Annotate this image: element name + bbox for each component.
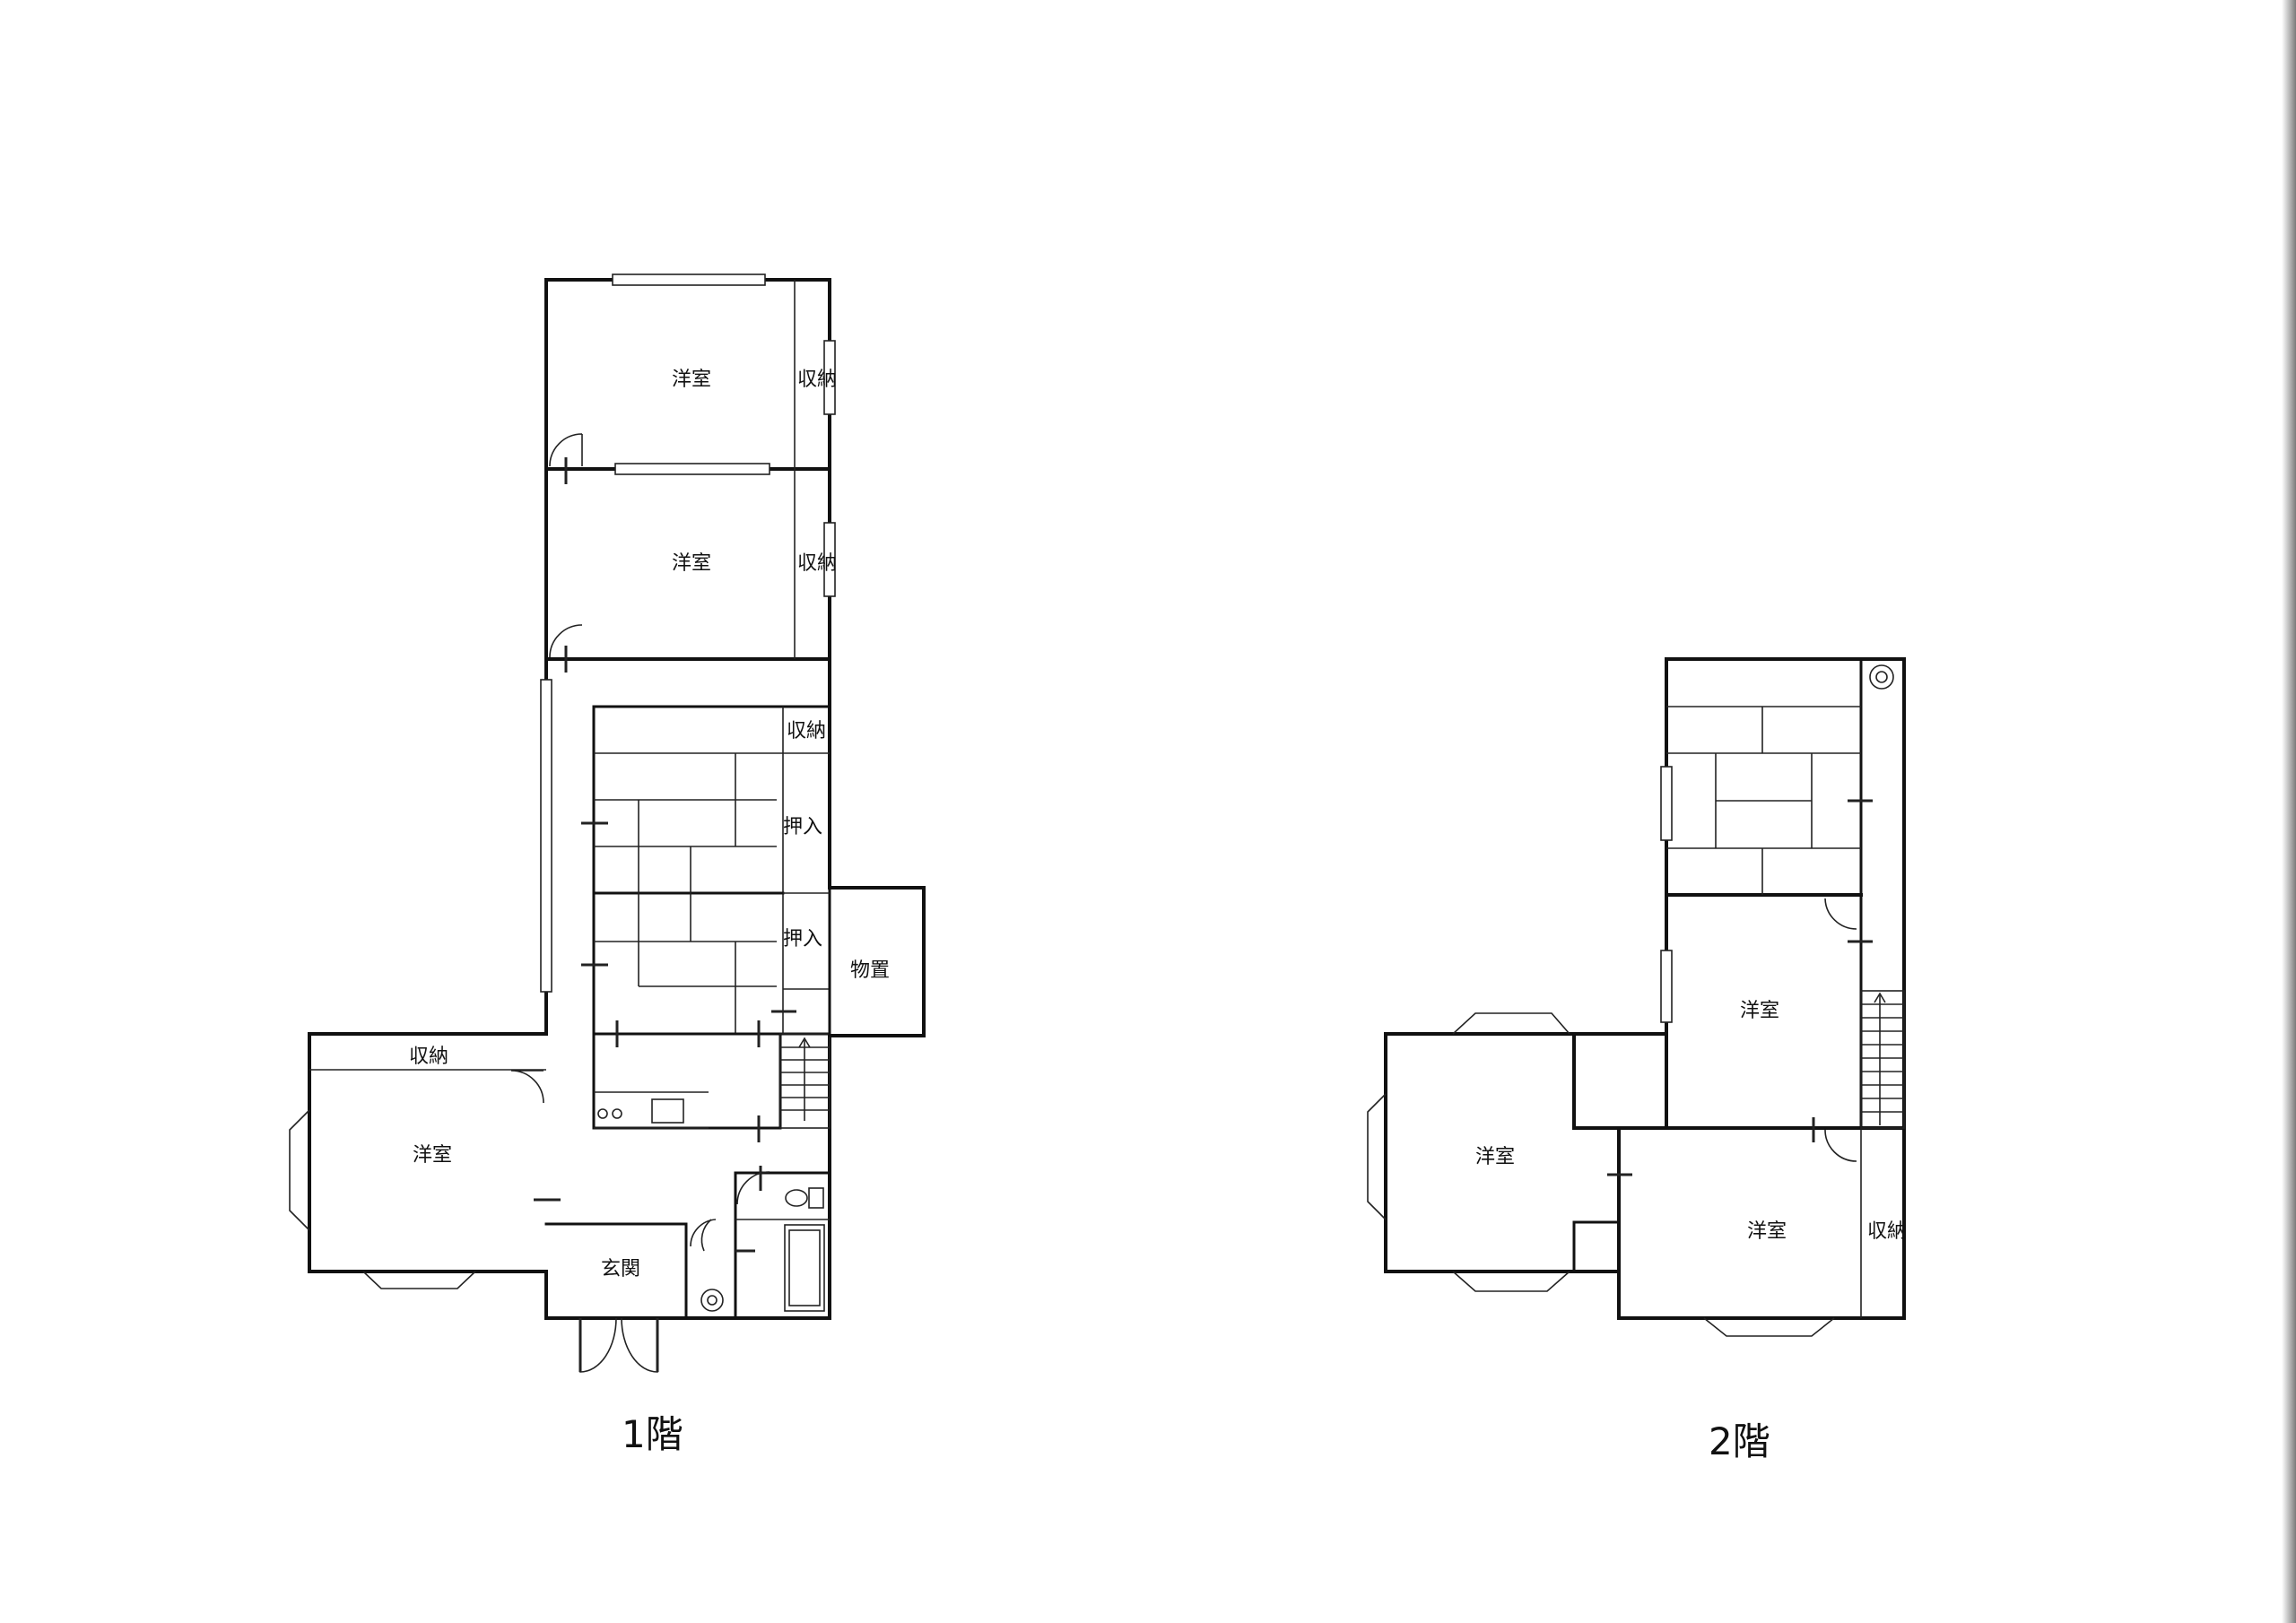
room-label-storage-top: 収納 — [797, 369, 837, 391]
room-label-2f-western-lower: 洋室 — [1747, 1220, 1787, 1243]
floor-label-2f: 2階 — [1709, 1419, 1770, 1463]
room-label-shed: 物置 — [850, 959, 890, 982]
room-label-oshiire-lower: 押入 — [783, 928, 822, 950]
room-label-2f-western-upper: 洋室 — [1740, 1000, 1779, 1022]
room-label-western-left: 洋室 — [413, 1144, 452, 1167]
room-label-western-top: 洋室 — [672, 369, 711, 391]
room-label-storage-small: 収納 — [787, 720, 826, 742]
room-label-storage-left: 収納 — [409, 1046, 448, 1068]
floor-label-1f: 1階 — [622, 1412, 683, 1456]
room-label-oshiire-upper: 押入 — [783, 816, 822, 838]
room-label-2f-storage-right: 収納 — [1867, 1220, 1907, 1243]
scan-edge-shadow — [2282, 0, 2296, 1623]
floor-1-plan: 洋室 収納 洋室 収納 収納 押入 押入 物置 収納 洋室 玄関 1階 — [289, 273, 926, 1456]
room-label-2f-western-left: 洋室 — [1475, 1146, 1515, 1168]
room-label-entrance: 玄関 — [601, 1258, 640, 1280]
floor-2-plan: 洋室 洋室 洋室 収納 2階 — [1367, 657, 1907, 1463]
room-label-storage-mid: 収納 — [797, 552, 837, 575]
room-label-western-mid: 洋室 — [672, 552, 711, 575]
